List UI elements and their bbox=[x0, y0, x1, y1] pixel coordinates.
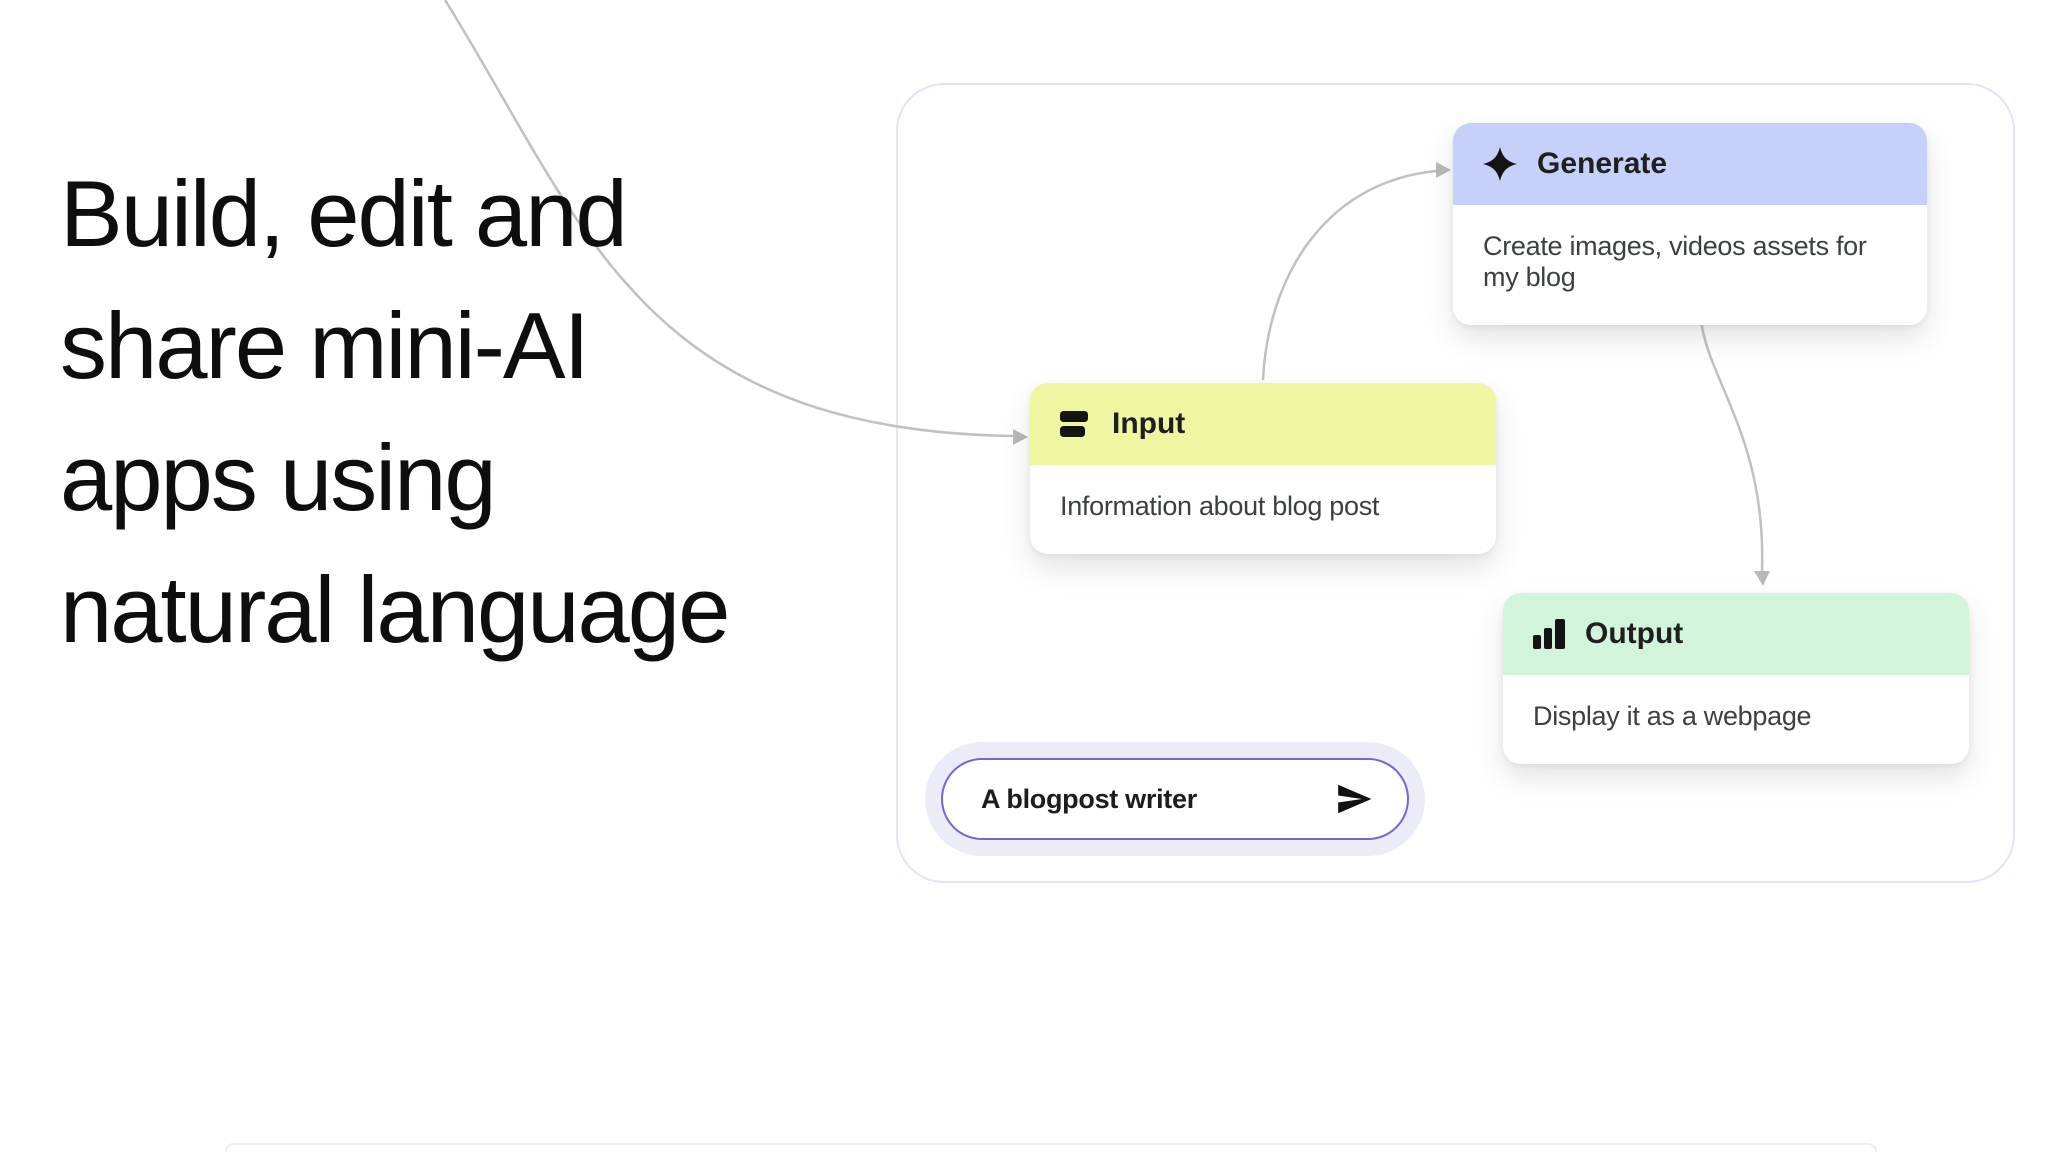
node-header-generate: Generate bbox=[1453, 123, 1927, 205]
node-card-input[interactable]: Input Information about blog post bbox=[1030, 383, 1496, 554]
headline-line-1: Build, edit and bbox=[60, 161, 628, 266]
bar-chart-icon bbox=[1533, 619, 1565, 649]
node-description-output: Display it as a webpage bbox=[1503, 675, 1969, 764]
next-section-divider bbox=[225, 1143, 1877, 1152]
send-icon bbox=[1335, 780, 1373, 818]
headline-line-3: apps using bbox=[60, 425, 497, 530]
sparkle-icon bbox=[1483, 147, 1517, 181]
node-card-generate[interactable]: Generate Create images, videos assets fo… bbox=[1453, 123, 1927, 325]
node-description-input: Information about blog post bbox=[1030, 465, 1496, 554]
prompt-input[interactable] bbox=[981, 783, 1335, 815]
text-lines-icon bbox=[1060, 410, 1092, 438]
node-header-input: Input bbox=[1030, 383, 1496, 465]
prompt-bar[interactable] bbox=[941, 758, 1409, 840]
page-title: Build, edit and share mini-AI apps using… bbox=[60, 148, 730, 676]
node-title-input: Input bbox=[1112, 407, 1186, 440]
prompt-bar-halo bbox=[925, 742, 1425, 856]
node-card-output[interactable]: Output Display it as a webpage bbox=[1503, 593, 1969, 764]
node-title-output: Output bbox=[1585, 617, 1684, 650]
headline-line-2: share mini-AI bbox=[60, 293, 590, 398]
node-header-output: Output bbox=[1503, 593, 1969, 675]
node-description-generate: Create images, videos assets for my blog bbox=[1453, 205, 1927, 325]
headline-line-4: natural language bbox=[60, 557, 730, 662]
node-title-generate: Generate bbox=[1537, 147, 1668, 180]
send-button[interactable] bbox=[1335, 780, 1373, 818]
